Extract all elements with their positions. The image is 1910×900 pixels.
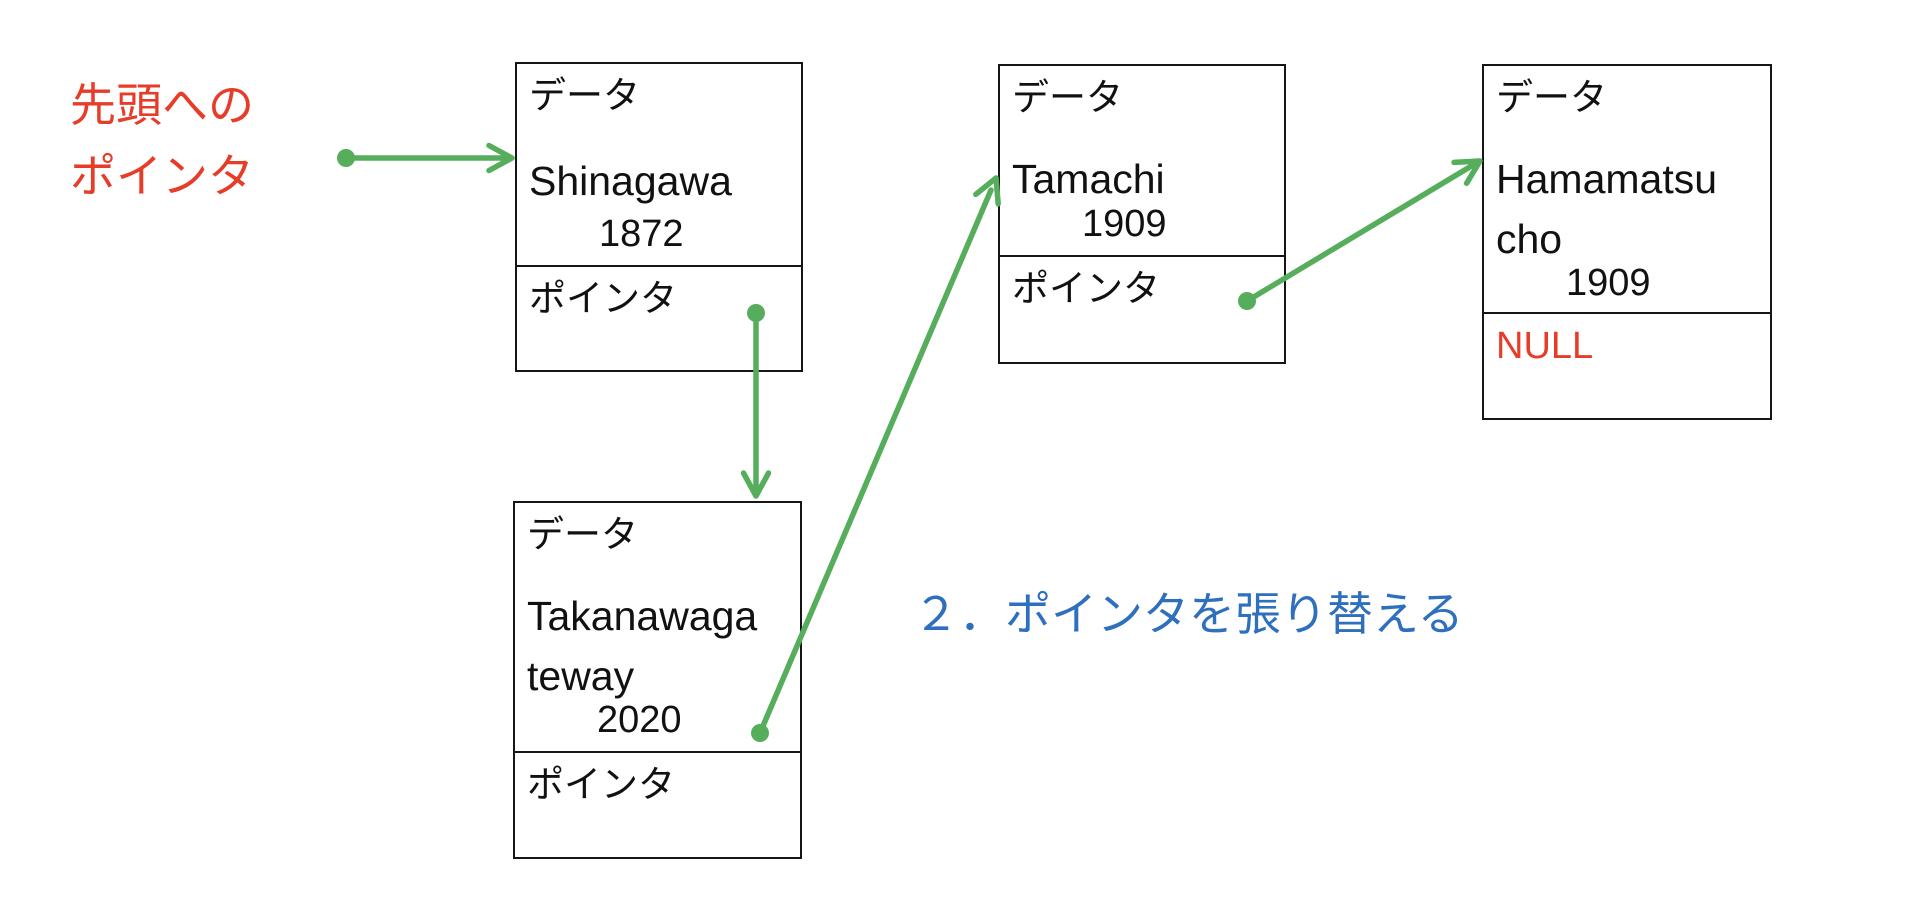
node-data-section: データ Takanawaga teway 2020 bbox=[515, 503, 800, 751]
station-name: Takanawaga teway bbox=[527, 593, 758, 699]
node-data-section: データ Tamachi 1909 bbox=[1000, 66, 1284, 255]
node-data-section: データ Shinagawa 1872 bbox=[517, 64, 801, 265]
node-box-tamachi: データ Tamachi 1909 ポインタ bbox=[998, 64, 1286, 364]
station-name: Tamachi bbox=[1012, 156, 1165, 203]
node-box-hamamatsucho: データ Hamamatsu cho 1909 NULL bbox=[1482, 64, 1772, 420]
data-label: データ bbox=[1012, 77, 1123, 118]
step-caption: ２．ポインタを張り替える bbox=[913, 588, 1464, 640]
node-box-takanawagateway: データ Takanawaga teway 2020 ポインタ bbox=[513, 501, 802, 859]
head-pointer-arrow bbox=[337, 142, 515, 174]
node-box-shinagawa: データ Shinagawa 1872 ポインタ bbox=[515, 62, 803, 372]
head-pointer-label: 先頭への ポインタ bbox=[70, 79, 254, 203]
station-year: 1872 bbox=[599, 212, 684, 255]
data-label: データ bbox=[527, 514, 638, 555]
pointer-null-label: NULL bbox=[1484, 312, 1770, 418]
pointer-label: ポインタ bbox=[517, 265, 801, 370]
data-label: データ bbox=[529, 75, 640, 116]
pointer-label: ポインタ bbox=[1000, 255, 1284, 362]
station-year: 2020 bbox=[597, 698, 682, 741]
station-year: 1909 bbox=[1566, 261, 1651, 304]
pointer-label: ポインタ bbox=[515, 751, 800, 857]
node-data-section: データ Hamamatsu cho 1909 bbox=[1484, 66, 1770, 312]
station-name: Hamamatsu cho bbox=[1496, 156, 1718, 262]
station-year: 1909 bbox=[1082, 202, 1167, 245]
station-name: Shinagawa bbox=[529, 158, 732, 205]
data-label: データ bbox=[1496, 77, 1607, 118]
